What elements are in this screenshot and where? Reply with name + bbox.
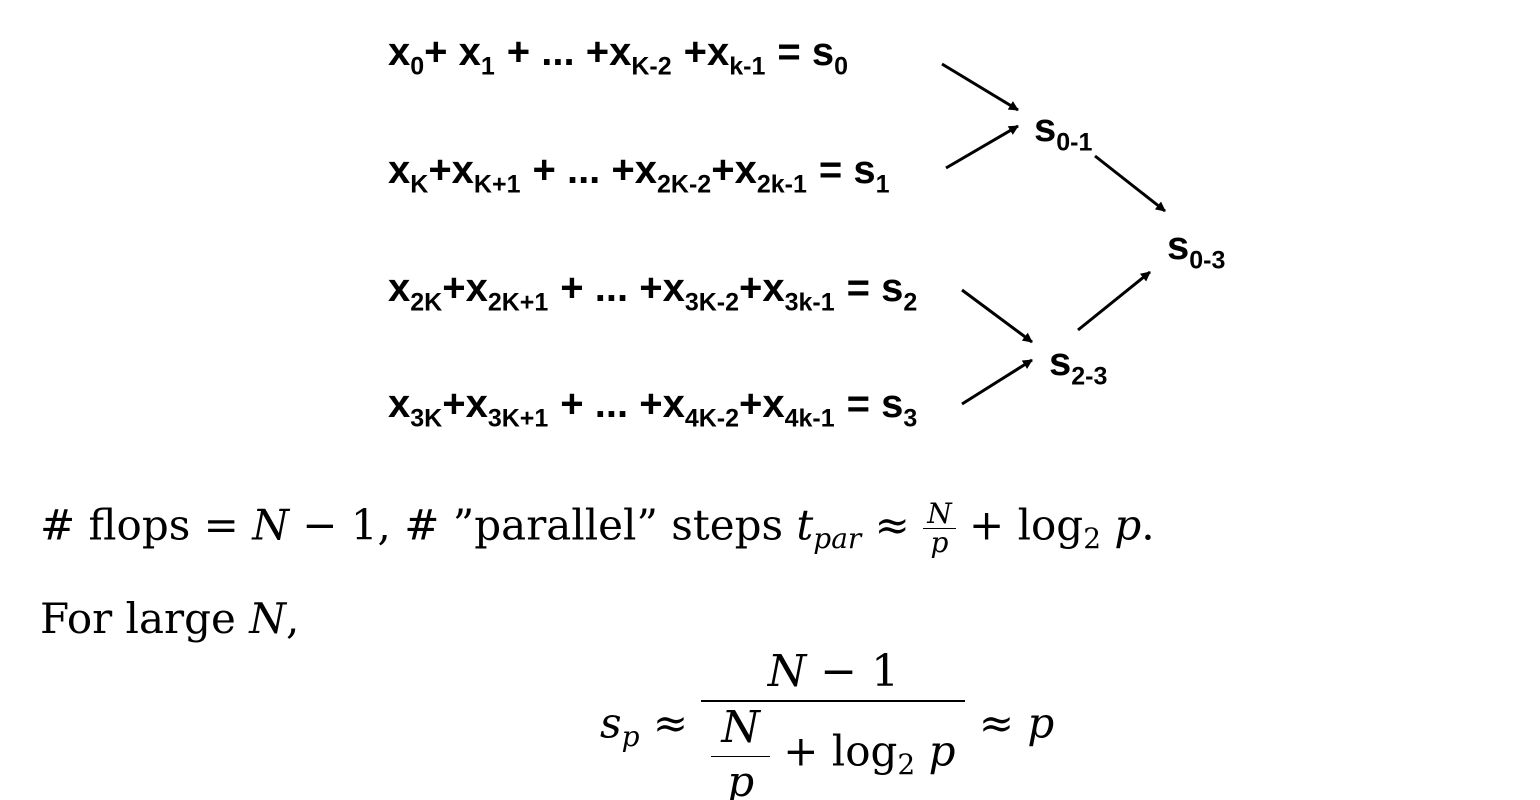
partial-sum-row-2: x2K+x2K+1+ ... +x3K-2+x3k-1= s2 bbox=[388, 266, 918, 317]
term: + x bbox=[424, 30, 481, 74]
partial-sum-row-1: xK+xK+1+ ... +x2K-2+x2k-1= s1 bbox=[388, 148, 890, 199]
term: x bbox=[388, 30, 411, 74]
term: x bbox=[388, 148, 411, 192]
term: +x bbox=[442, 266, 488, 310]
node-s23: s2-3 bbox=[1049, 340, 1108, 391]
term: +x bbox=[739, 266, 785, 310]
term: + ... +x bbox=[560, 266, 685, 310]
arrow-s0-to-s01 bbox=[941, 62, 1019, 112]
arrow-s1-to-s01 bbox=[945, 124, 1019, 170]
result: = s bbox=[818, 148, 876, 192]
result: = s bbox=[846, 382, 904, 426]
partial-sum-row-3: x3K+x3K+1+ ... +x4K-2+x4k-1= s3 bbox=[388, 382, 918, 433]
large-n-line: For large N, bbox=[40, 594, 300, 643]
term: x bbox=[388, 266, 411, 310]
arrow-s23-to-s03 bbox=[1077, 270, 1151, 332]
arrow-s2-to-s23 bbox=[961, 288, 1033, 344]
arrow-s3-to-s23 bbox=[961, 358, 1033, 406]
term: x bbox=[388, 382, 411, 426]
arrow-s01-to-s03 bbox=[1094, 154, 1166, 213]
term: + ... +x bbox=[506, 30, 632, 74]
term: +x bbox=[711, 148, 757, 192]
term: +x bbox=[428, 148, 474, 192]
term: + ... +x bbox=[532, 148, 658, 192]
flops-line: # flops = N − 1, # ”parallel” steps tpar… bbox=[40, 497, 1155, 559]
result: = s bbox=[846, 266, 904, 310]
node-s01: s0-1 bbox=[1034, 106, 1093, 157]
partial-sum-row-0: x0+ x1+ ... +xK-2+xk-1= s0 bbox=[388, 30, 848, 81]
result: = s bbox=[777, 30, 835, 74]
node-s03: s0-3 bbox=[1167, 224, 1226, 275]
term: +x bbox=[683, 30, 730, 74]
term: +x bbox=[739, 382, 785, 426]
term: + ... +x bbox=[560, 382, 685, 426]
term: +x bbox=[442, 382, 488, 426]
